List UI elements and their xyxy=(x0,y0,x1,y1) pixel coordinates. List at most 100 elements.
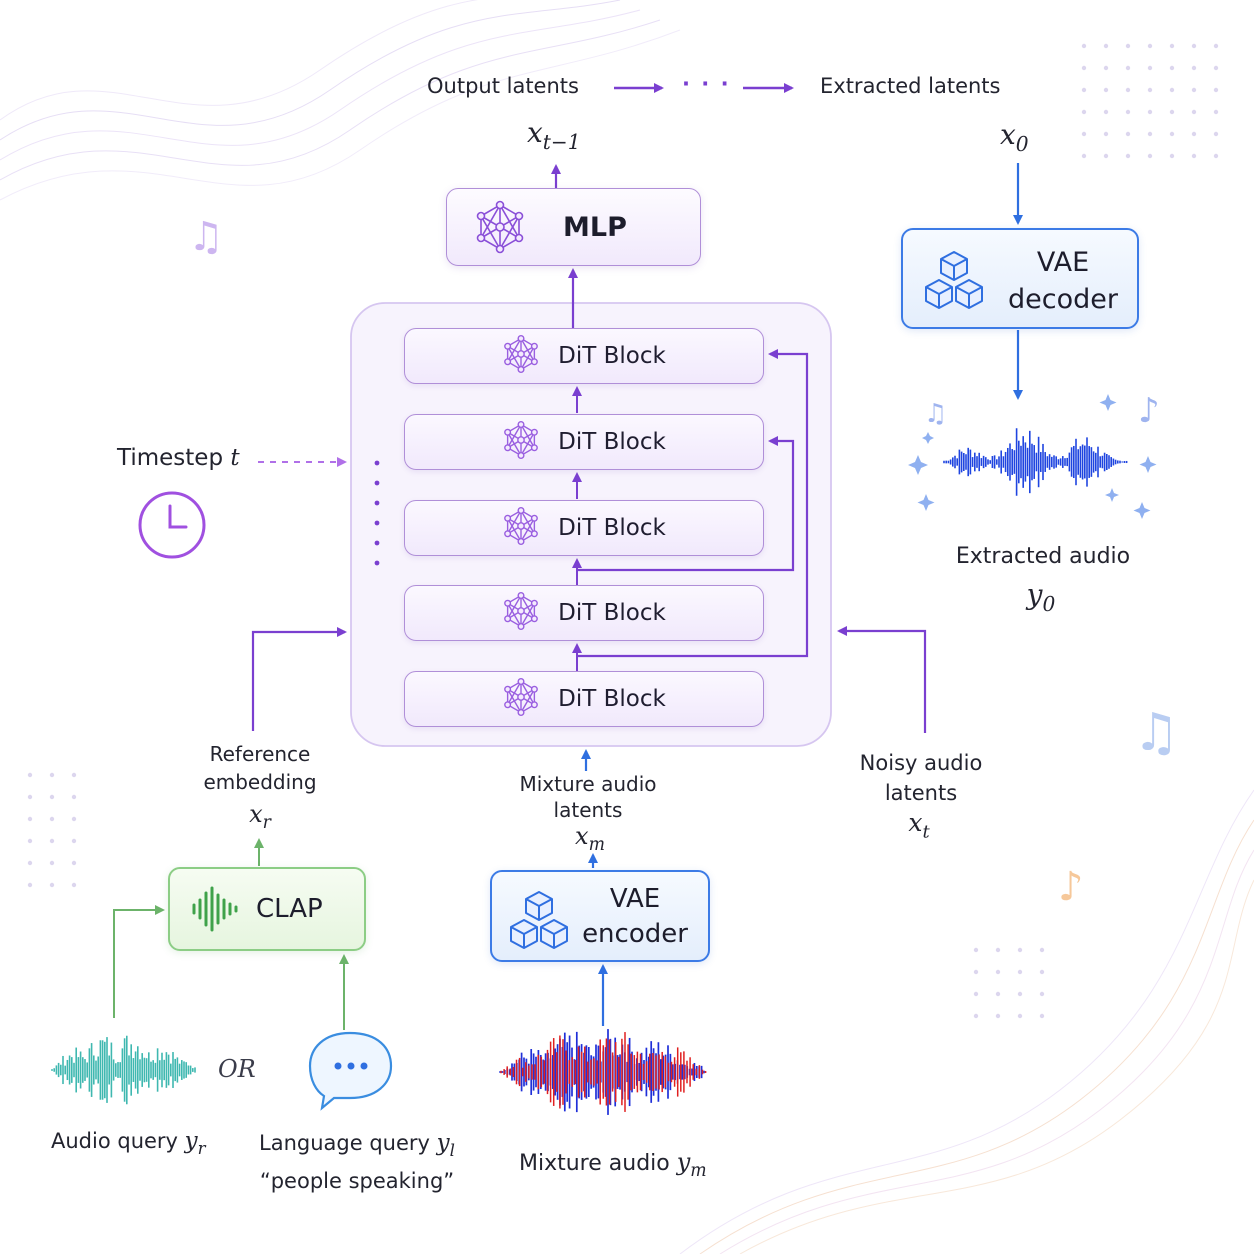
x-t-minus-1-label: xt−1 xyxy=(527,116,581,155)
sound-wave-icon xyxy=(192,886,238,932)
dit-block-label: DiT Block xyxy=(558,429,666,455)
svg-text:♪: ♪ xyxy=(1138,391,1160,431)
background-dot xyxy=(1213,65,1219,71)
background-dot xyxy=(1103,153,1109,159)
background-dot xyxy=(49,838,55,844)
x-m-label: xm xyxy=(575,822,605,856)
background-dot xyxy=(1147,87,1153,93)
background-dot xyxy=(71,882,77,888)
dit-block-3: DiT Block xyxy=(404,500,764,556)
background-dot xyxy=(49,772,55,778)
background-dot xyxy=(27,772,33,778)
output-latents-label: Output latents xyxy=(427,74,579,98)
background-dot xyxy=(71,772,77,778)
music-note-icon: ♫ xyxy=(188,214,224,260)
or-label: OR xyxy=(218,1055,256,1083)
extracted-audio-waveform xyxy=(943,428,1128,496)
extracted-audio-label: Extracted audio xyxy=(955,544,1131,569)
background-dot xyxy=(1017,969,1023,975)
background-dot xyxy=(27,860,33,866)
background-dot xyxy=(973,1013,979,1019)
background-dot xyxy=(1017,1013,1023,1019)
music-note-icon: ♪ xyxy=(1138,391,1160,431)
neural-network-icon xyxy=(502,678,540,720)
neural-network-icon xyxy=(476,200,524,254)
background-dot xyxy=(1039,1013,1045,1019)
y-0-label: y0 xyxy=(1026,578,1056,617)
language-query-label: Language query yl “people speaking” xyxy=(259,1130,455,1193)
background-dot xyxy=(1081,65,1087,71)
background-dot xyxy=(973,991,979,997)
background-dot xyxy=(973,947,979,953)
svg-text:♫: ♫ xyxy=(188,214,224,260)
background-dot xyxy=(995,991,1001,997)
clap-box: CLAP xyxy=(168,867,366,951)
background-dot xyxy=(1191,43,1197,49)
background-dot xyxy=(1103,87,1109,93)
background-dot xyxy=(1125,153,1131,159)
svg-text:♫: ♫ xyxy=(924,399,947,429)
arrow-reference-to-dit xyxy=(251,627,347,731)
arrow-audio-query-to-clap xyxy=(113,905,165,1018)
arrow-noisy-to-dit xyxy=(837,626,927,733)
vae-decoder-line2: decoder xyxy=(1008,284,1118,315)
background-dot xyxy=(1039,969,1045,975)
neural-network-icon xyxy=(502,507,540,549)
svg-text:♫: ♫ xyxy=(1133,703,1180,763)
skip-connection-outer xyxy=(577,349,809,658)
background-dot xyxy=(1147,65,1153,71)
background-dot xyxy=(1125,65,1131,71)
background-dot xyxy=(1103,131,1109,137)
background-dot xyxy=(1147,109,1153,115)
skip-connection-inner xyxy=(577,436,795,572)
background-dot xyxy=(71,860,77,866)
background-dot xyxy=(1213,131,1219,137)
background-dot xyxy=(1125,43,1131,49)
cubes-icon xyxy=(923,250,985,314)
layer-ellipsis-dots xyxy=(374,460,380,566)
mlp-box: MLP xyxy=(446,188,701,266)
dit-block-label: DiT Block xyxy=(558,686,666,712)
background-dot-grid xyxy=(27,43,1219,1019)
background-dot xyxy=(1191,153,1197,159)
dit-block-label: DiT Block xyxy=(558,600,666,626)
cubes-icon xyxy=(508,890,570,954)
background-dot xyxy=(1039,991,1045,997)
background-dot xyxy=(1103,43,1109,49)
background-dot xyxy=(1169,43,1175,49)
background-dot xyxy=(1191,131,1197,137)
background-dot xyxy=(27,838,33,844)
background-dot xyxy=(1213,43,1219,49)
speech-bubble-icon xyxy=(308,1031,393,1111)
music-note-icon: ♫ xyxy=(1133,703,1180,763)
x-r-label: xr xyxy=(249,800,271,834)
background-dot xyxy=(973,969,979,975)
background-dot xyxy=(1103,109,1109,115)
audio-query-label: Audio query yr xyxy=(51,1128,206,1158)
mlp-label: MLP xyxy=(563,211,627,243)
background-dot xyxy=(1081,43,1087,49)
background-dot xyxy=(1213,153,1219,159)
background-dot xyxy=(71,838,77,844)
background-dot xyxy=(1213,87,1219,93)
dit-block-label: DiT Block xyxy=(558,343,666,369)
mixture-audio-waveform-blue xyxy=(499,1029,705,1115)
background-dot xyxy=(1081,87,1087,93)
mixture-audio-waveform-red xyxy=(500,1032,707,1112)
clap-label: CLAP xyxy=(256,894,323,924)
background-dot xyxy=(1081,131,1087,137)
background-dot xyxy=(1191,65,1197,71)
svg-text:♪: ♪ xyxy=(1058,864,1084,910)
background-dot xyxy=(49,816,55,822)
dit-block-1: DiT Block xyxy=(404,328,764,384)
background-dot xyxy=(27,882,33,888)
background-dot xyxy=(1017,991,1023,997)
background-dot xyxy=(1169,109,1175,115)
background-dot xyxy=(27,794,33,800)
background-dot xyxy=(27,816,33,822)
background-dot xyxy=(1081,153,1087,159)
background-dot xyxy=(49,882,55,888)
background-dot xyxy=(995,969,1001,975)
